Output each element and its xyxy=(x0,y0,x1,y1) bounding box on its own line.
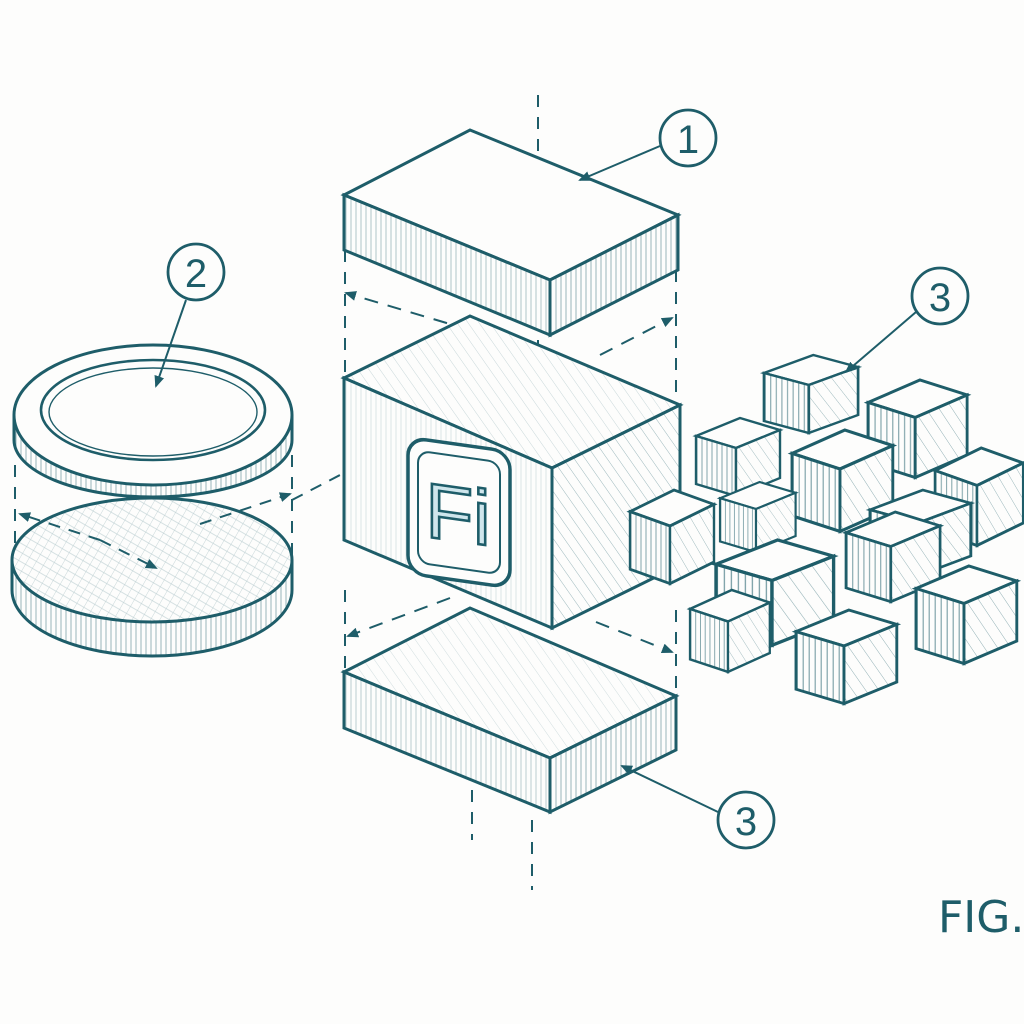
cube xyxy=(794,608,899,706)
callout-1-label: 1 xyxy=(677,118,699,162)
cube xyxy=(628,488,716,586)
top-guide-arrows xyxy=(344,291,674,356)
top-plate xyxy=(340,128,682,338)
callout-1: 1 xyxy=(578,108,718,181)
callout-3-plate: 3 xyxy=(620,765,776,850)
callout-3-plate-label: 3 xyxy=(735,800,757,844)
bottom-guide-arrows xyxy=(346,597,674,653)
base-disc xyxy=(10,496,294,658)
main-block xyxy=(340,314,684,631)
cube xyxy=(914,564,1019,665)
callout-2: 2 xyxy=(154,242,226,388)
callout-2-label: 2 xyxy=(185,252,207,296)
cube xyxy=(762,353,860,435)
disc-guide-arrows xyxy=(18,474,341,569)
fi-logo-badge: Fi xyxy=(406,437,512,588)
callout-3-cubes-label: 3 xyxy=(929,276,951,320)
cube xyxy=(688,588,772,674)
fi-logo-text: Fi xyxy=(426,466,491,563)
figure-label: FIG. xyxy=(938,892,1024,943)
ring-disc xyxy=(12,343,294,499)
cube-cluster xyxy=(628,353,1024,706)
callout-3-cubes: 3 xyxy=(844,266,970,374)
bottom-plate xyxy=(340,606,680,815)
